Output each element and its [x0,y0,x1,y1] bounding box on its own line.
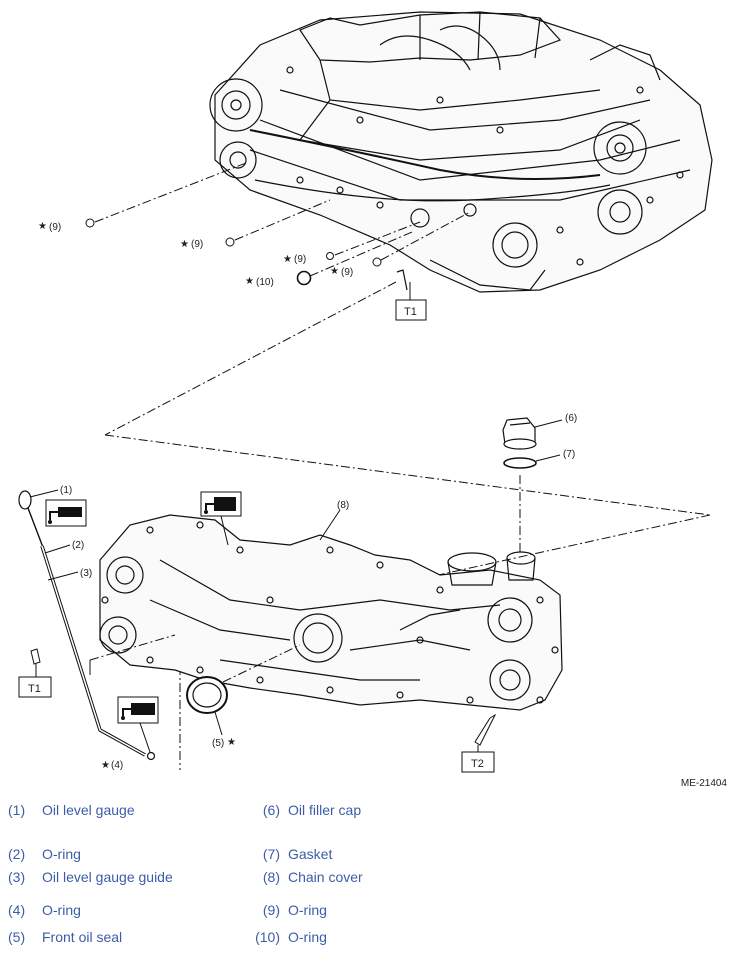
callout-2: (2) [72,540,84,551]
oil-level-gauge [18,490,156,761]
star-mark: ★ [227,737,236,748]
legend-row: (5) Front oil seal (10) O-ring [0,929,736,949]
callout-8: (8) [337,500,349,511]
torque-label-t1-top: T1 [404,306,417,318]
chain-cover-illustration [99,514,563,711]
callout-9b: (9) [191,239,203,250]
callout-4: (4) [111,760,123,771]
callout-9a: (9) [49,222,61,233]
legend-name: Chain cover [288,869,363,885]
legend-name: Oil level gauge guide [42,869,173,885]
legend-row: (4) O-ring (9) O-ring [0,902,736,922]
legend-name: Oil level gauge [42,802,135,818]
torque-box-t1-left [18,676,52,698]
legend-row: (2) O-ring (7) Gasket [0,846,736,866]
front-oil-seal [186,676,228,714]
legend-number: (1) [8,802,26,818]
torque-box-t2 [461,751,495,773]
parts-legend: (1) Oil level gauge (6) Oil filler cap (… [0,794,736,954]
legend-name: O-ring [288,902,327,918]
o-ring-9-marker-c [326,252,334,260]
oil-filler-cap [502,417,537,450]
callout-1: (1) [60,485,72,496]
legend-number: (4) [8,902,26,918]
oil-application-icon [117,696,159,724]
star-mark: ★ [180,239,189,250]
callout-5: (5) [212,738,224,749]
legend-row: (1) Oil level gauge (6) Oil filler cap [0,802,736,822]
o-ring-9-marker-b [225,237,235,247]
parts-diagram: ★ (9) ★ (9) ★ (9) ★ (10) ★ (9) T1 [18,11,713,773]
legend-number: (8) [262,869,280,885]
engine-assembly-illustration [209,11,713,293]
legend-number: (10) [255,929,280,945]
legend-number: (7) [262,846,280,862]
gasket [503,457,537,469]
callout-9d: (9) [341,267,353,278]
callout-6: (6) [565,413,577,424]
o-ring-9-marker-a [85,218,95,228]
callout-7: (7) [563,449,575,460]
star-mark: ★ [330,266,339,277]
callout-3: (3) [80,568,92,579]
star-mark: ★ [245,276,254,287]
top-callouts: ★ (9) ★ (9) ★ (9) ★ (10) ★ (9) T1 [38,162,471,321]
legend-number: (5) [8,929,26,945]
legend-name: O-ring [42,902,81,918]
legend-name: Front oil seal [42,929,123,945]
torque-label-t1-left: T1 [28,683,41,695]
oil-application-icon [45,499,87,527]
legend-row: (3) Oil level gauge guide (8) Chain cove… [0,869,736,889]
callout-10: (10) [256,277,274,288]
star-mark: ★ [38,221,47,232]
sealant-application-icon [200,491,242,517]
star-mark: ★ [101,760,110,771]
callout-9c: (9) [294,254,306,265]
legend-name: O-ring [42,846,81,862]
legend-number: (6) [262,802,280,818]
o-ring-9-marker-d [372,257,382,267]
legend-number: (2) [8,846,26,862]
o-ring-10-marker [296,270,312,286]
star-mark: ★ [283,254,292,265]
legend-number: (3) [8,869,26,885]
torque-box-t1-top [395,299,427,321]
legend-name: Gasket [288,846,333,862]
torque-label-t2: T2 [471,758,484,770]
legend-number: (9) [262,902,280,918]
figure-id: ME-21404 [680,778,727,789]
legend-name: Oil filler cap [288,802,362,818]
legend-name: O-ring [288,929,327,945]
